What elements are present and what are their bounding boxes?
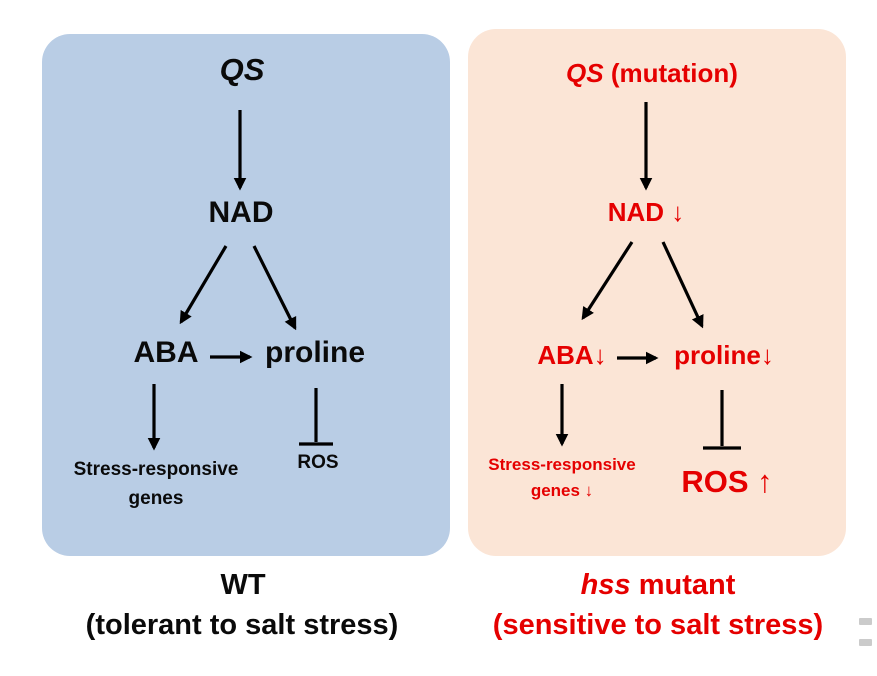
wt-stress-line2: genes [128, 487, 184, 509]
wt-caption-subtitle: (tolerant to salt stress) [85, 609, 399, 641]
mutant-node-nad: NAD ↓ [607, 197, 685, 227]
mutant-caption-title: hss mutant [581, 569, 736, 602]
mutant-stress-line2: genes ↓ [530, 480, 594, 500]
wt-node-ros: ROS [297, 452, 339, 473]
wt-caption-title: WT [220, 569, 266, 601]
wt-node-aba: ABA [133, 336, 199, 369]
wt-pathway-panel [42, 34, 450, 556]
edge-artifact [859, 613, 877, 663]
wt-node-nad: NAD [208, 196, 274, 229]
mutant-node-stress-genes: Stress-responsive genes ↓ [488, 452, 635, 503]
mutant-caption-rest: mutant [630, 569, 736, 601]
mutant-qs-gene: QS [566, 58, 604, 88]
wt-node-qs: QS [219, 52, 265, 87]
mutant-pathway-panel [468, 29, 846, 556]
wt-stress-line1: Stress-responsive [73, 459, 239, 480]
mutant-node-ros: ROS ↑ [681, 464, 773, 499]
mutant-node-aba: ABA↓ [537, 340, 607, 370]
wt-node-proline: proline [264, 336, 366, 369]
mutant-qs-suffix: (mutation) [603, 58, 738, 88]
mutant-stress-line1: Stress-responsive [488, 455, 636, 474]
mutant-caption-subtitle: (sensitive to salt stress) [492, 609, 824, 641]
mutant-node-proline: proline↓ [674, 340, 774, 370]
wt-node-stress-genes: Stress-responsive genes [74, 456, 239, 513]
mutant-node-qs: QS (mutation) [566, 58, 738, 89]
mutant-caption-gene: hss [580, 569, 631, 601]
